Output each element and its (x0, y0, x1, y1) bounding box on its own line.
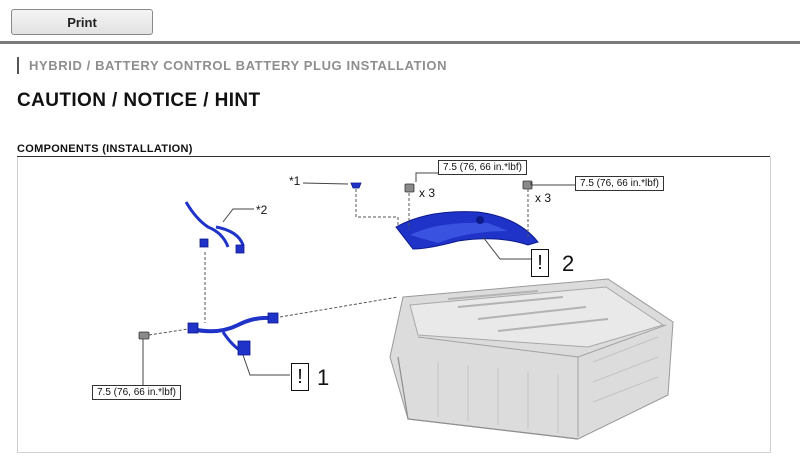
diagram-illustration (138, 172, 674, 440)
bolt-icon (138, 180, 533, 340)
callout-star1: *1 (289, 174, 301, 188)
caution-number-2: 2 (562, 251, 575, 276)
torque-spec-top: 7.5 (76, 66 in.*lbf) (438, 160, 527, 175)
header-divider (0, 41, 800, 44)
quantity-label: x 3 (419, 186, 436, 200)
section-title: COMPONENTS (INSTALLATION) (17, 143, 193, 155)
clip-part (350, 182, 362, 189)
torque-spec-right: 7.5 (76, 66 in.*lbf) (575, 176, 664, 191)
hv-battery-assembly (389, 278, 674, 440)
caution-symbol-icon: ! (531, 249, 549, 277)
section-divider (17, 156, 770, 157)
battery-plug-cover (395, 211, 539, 250)
callout-star2: *2 (256, 203, 268, 217)
assembly-guides (148, 189, 529, 336)
print-button[interactable]: Print (11, 9, 153, 35)
wire-harness-upper (184, 201, 245, 254)
caution-number-1: 1 (317, 365, 330, 390)
torque-spec-left: 7.5 (76, 66 in.*lbf) (92, 385, 181, 400)
leader-lines (142, 172, 575, 385)
caution-symbol-icon: ! (291, 363, 309, 391)
quantity-label: x 3 (535, 191, 552, 205)
wire-harness-lower (187, 312, 279, 356)
components-diagram: *1 *2 7.5 (76, 66 in.*lbf) 7.5 (76, 66 i… (17, 157, 771, 453)
page-title: CAUTION / NOTICE / HINT (17, 90, 261, 111)
breadcrumb: HYBRID / BATTERY CONTROL BATTERY PLUG IN… (17, 57, 447, 74)
